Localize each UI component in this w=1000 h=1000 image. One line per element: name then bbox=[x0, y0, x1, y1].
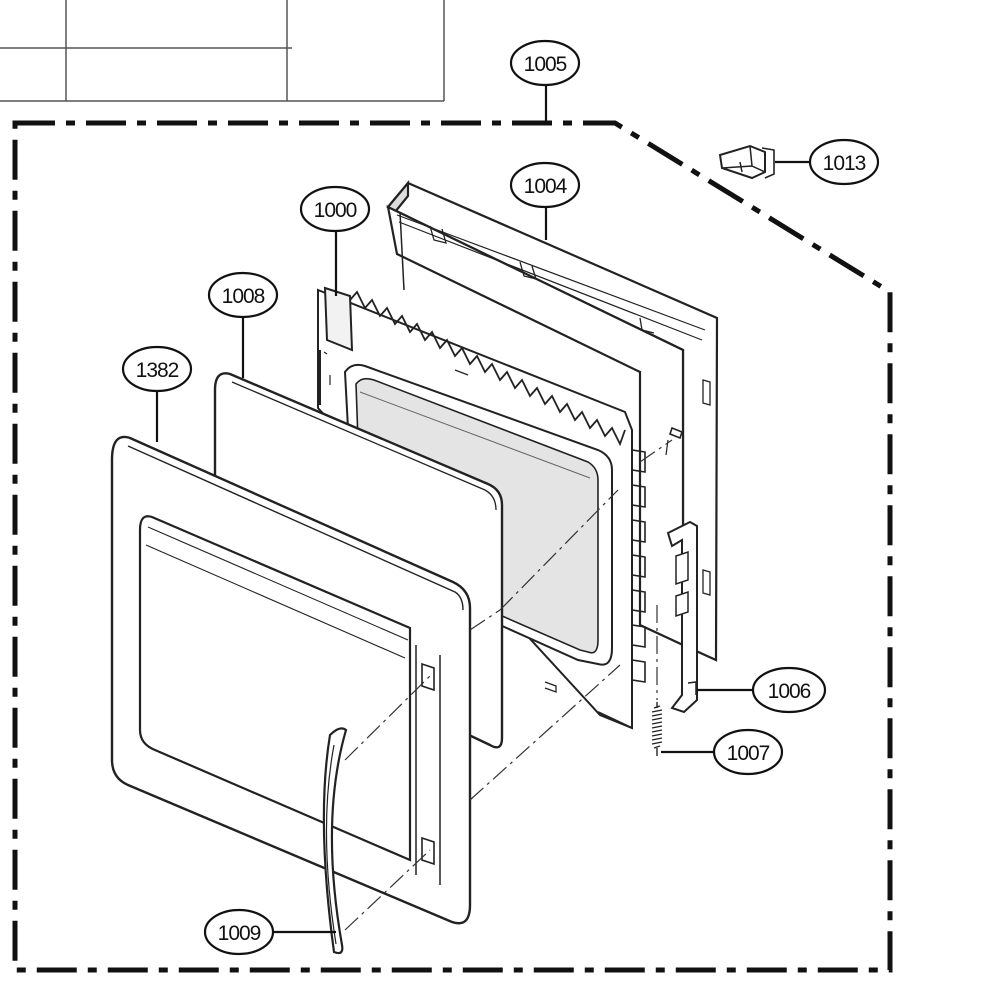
callout-1009: 1009 bbox=[203, 908, 275, 956]
callout-1004: 1004 bbox=[509, 161, 581, 209]
header-table-fragment bbox=[0, 0, 445, 102]
callout-label: 1006 bbox=[768, 680, 811, 703]
callout-label: 1008 bbox=[222, 285, 265, 308]
latch-bracket-1006 bbox=[666, 520, 698, 714]
callout-1382: 1382 bbox=[121, 345, 193, 393]
front-door-frame-1382 bbox=[110, 435, 472, 925]
handle-1009 bbox=[322, 727, 348, 955]
callout-label: 1000 bbox=[314, 199, 357, 222]
callout-label: 1005 bbox=[524, 53, 567, 76]
callout-label: 1009 bbox=[218, 922, 261, 945]
callout-label: 1004 bbox=[524, 175, 568, 198]
callout-label: 1007 bbox=[727, 742, 770, 765]
callout-label: 1013 bbox=[823, 152, 866, 175]
callout-1013: 1013 bbox=[808, 138, 880, 186]
callout-1005: 1005 bbox=[509, 39, 581, 87]
callout-1007: 1007 bbox=[712, 728, 784, 776]
callout-1008: 1008 bbox=[207, 271, 279, 319]
door-frame-1004 bbox=[386, 179, 719, 662]
spring-1007 bbox=[651, 702, 663, 756]
callout-label: 1382 bbox=[136, 359, 179, 382]
leader-lines bbox=[155, 85, 810, 934]
callout-1006: 1006 bbox=[751, 666, 827, 714]
latch-switch-1013 bbox=[718, 144, 775, 180]
assembly-guide-lines bbox=[344, 439, 673, 931]
callout-1000: 1000 bbox=[299, 185, 371, 233]
assembly-boundary bbox=[12, 120, 893, 973]
